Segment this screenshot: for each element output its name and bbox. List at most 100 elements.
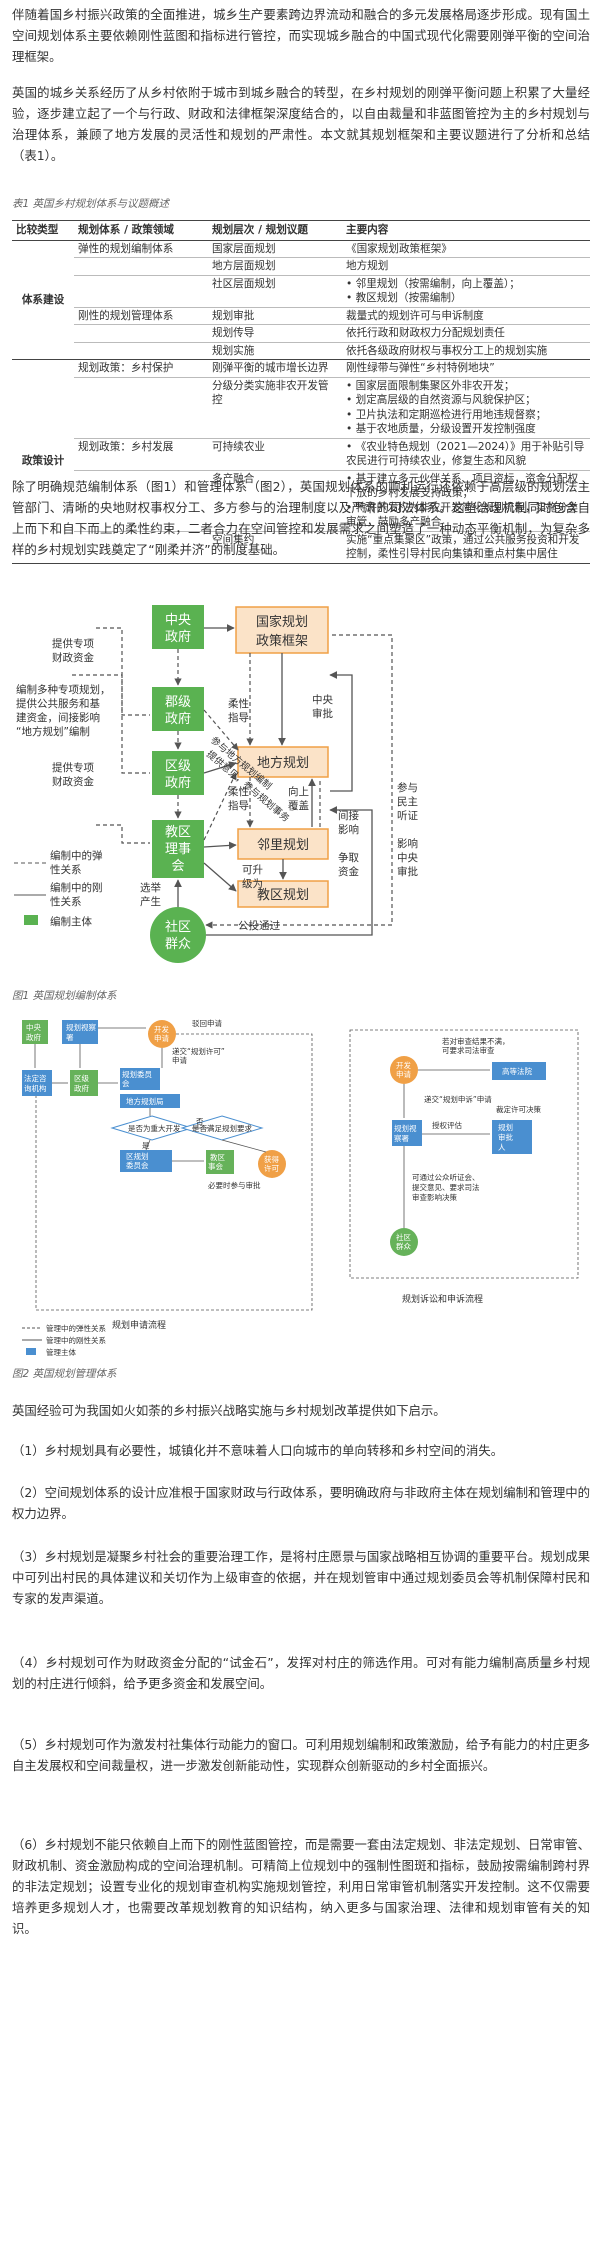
figure-1-caption: 图1 英国规划编制体系: [12, 990, 117, 1002]
table-header-cell: 主要内容: [342, 220, 590, 241]
svg-text:规划视: 规划视: [394, 1123, 417, 1133]
svg-text:提供公共服务和基: 提供公共服务和基: [16, 697, 100, 710]
table-caption: 表1 英国乡村规划体系与议题概述: [12, 198, 170, 210]
parish-plan-node: [237, 880, 329, 908]
label-meets: 是否满足规划要求: [192, 1123, 252, 1133]
table-cell: 规划政策：乡村保护: [74, 359, 208, 378]
svg-text:规划委员: 规划委员: [122, 1069, 152, 1079]
svg-text:财政资金: 财政资金: [52, 775, 94, 788]
svg-text:开发: 开发: [154, 1024, 169, 1034]
table-row: 地方层面规划地方规划: [12, 257, 590, 276]
county-gov-label: 郡级: [165, 695, 191, 710]
svg-text:区规划: 区规划: [126, 1151, 149, 1161]
table-cell: 空间集约: [208, 531, 342, 564]
svg-text:审批: 审批: [397, 865, 418, 878]
label-referendum: 公投通过: [238, 919, 280, 932]
paragraph-lesson-5: （5）乡村规划可作为激发村社集体行动能力的窗口。可利用规划编制和政策激励，给予有…: [12, 1737, 590, 1773]
figure-2-caption: 图2 英国规划管理体系: [12, 1368, 117, 1380]
paragraph-governance: 除了明确规范编制体系（图1）和管理体系（图2），英国规划体系的顺利运行还依赖于高…: [12, 479, 590, 557]
label-submit: 递交“规划许可”: [172, 1046, 225, 1056]
district-gov-node: [70, 1070, 98, 1096]
label-reject: 驳回申请: [192, 1018, 222, 1028]
parish-plan-label: 教区规划: [257, 887, 309, 903]
approved-node: [258, 1150, 286, 1178]
table-cell: [74, 324, 208, 343]
label-elected: 选举: [140, 881, 161, 894]
svg-text:政府: 政府: [165, 776, 191, 791]
svg-text:影响: 影响: [338, 823, 359, 836]
svg-text:法定咨: 法定咨: [24, 1073, 47, 1083]
consultative-body-node: [22, 1070, 52, 1096]
svg-text:社区: 社区: [396, 1232, 411, 1242]
label-authorize: 授权评估: [432, 1120, 462, 1130]
table-cell: 实施“重点集聚区”政策，通过公共服务投资和开发控制，柔性引导村民向集镇和重点村集…: [342, 531, 590, 564]
table-row: 多产融合• 基于建立多元伙伴关系、项目资标，资金分配权下放的乡村发展支持政策； …: [12, 470, 590, 532]
central-gov-label: 中央: [165, 613, 191, 628]
table-row: 刚性的规划管理体系规划审批裁量式的规划许可与申诉制度: [12, 307, 590, 325]
label-left-title: 规划申请流程: [112, 1319, 166, 1331]
svg-text:编制中的弹: 编制中的弹: [50, 849, 103, 862]
planning-judge-node: [492, 1120, 532, 1154]
table-cell: 刚弹平衡的城市增长边界: [208, 359, 342, 378]
table-cell: 分级分类实施非农开发管控: [208, 377, 342, 439]
paragraph-lesson-4: （4）乡村规划可作为财政资金分配的“试金石”，发挥对村庄的筛选作用。可对有能力编…: [12, 1655, 590, 1691]
parish-council-label: 教区: [165, 824, 191, 840]
table-cell: 规划实施: [208, 342, 342, 360]
svg-text:政府: 政府: [165, 712, 191, 727]
svg-text:群众: 群众: [396, 1241, 411, 1251]
table-cell: 依托各级政府财权与事权分工上的规划实施: [342, 342, 590, 360]
table-cell: 可持续农业: [208, 438, 342, 471]
label-upgrade: 可升: [242, 864, 263, 876]
svg-text:地方规划局: 地方规划局: [126, 1096, 164, 1106]
svg-text:编制中的刚: 编制中的刚: [50, 881, 103, 894]
svg-text:会: 会: [122, 1078, 130, 1088]
table-cell: • 国家层面限制集聚区外非农开发； • 划定高层级的自然资源与风貌保护区； • …: [342, 377, 590, 439]
svg-text:审批: 审批: [498, 1132, 513, 1142]
label-ruling: 裁定许可决策: [496, 1104, 541, 1114]
table-cell: 规划政策：乡村发展: [74, 438, 208, 471]
svg-text:区级: 区级: [74, 1073, 89, 1083]
svg-text:申请: 申请: [396, 1069, 411, 1079]
parish-council-node: [152, 820, 204, 878]
neighbourhood-plan-label: 邻里规划: [257, 838, 309, 853]
table-cell: 刚性的规划管理体系: [74, 307, 208, 325]
table-cell: 社区层面规划: [208, 275, 342, 308]
community-label: 社区: [165, 919, 191, 935]
svg-text:编制主体: 编制主体: [50, 915, 92, 928]
local-plan-label: 地方规划: [257, 755, 309, 771]
table-cell: [74, 275, 208, 308]
table-row: 空间集约实施“重点集聚区”政策，通过公共服务投资和开发控制，柔性引导村民向集镇和…: [12, 531, 590, 564]
svg-text:群众: 群众: [165, 937, 191, 952]
label-submit-appeal: 递交“规划申诉”申请: [424, 1094, 492, 1104]
figure-2-legend: 管理中的弹性关系 管理中的刚性关系 管理主体: [22, 1323, 106, 1357]
parish-council-node: [206, 1150, 234, 1174]
table-cell: • 邻里规划（按需编制，向上覆盖）； • 教区规划（按需编制）: [342, 275, 590, 308]
table-header-cell: 规划体系 / 政策领域: [74, 220, 208, 241]
table-header-cell: 规划层次 / 规划议题: [208, 220, 342, 241]
label-soft-guide-1: 柔性: [228, 697, 249, 710]
svg-text:级为: 级为: [242, 878, 263, 890]
table-cell: [74, 470, 208, 532]
committee-node: [120, 1068, 160, 1090]
table-row: 体系建设弹性的规划编制体系国家层面规划《国家规划政策框架》: [12, 240, 590, 360]
svg-text:指导: 指导: [228, 711, 249, 724]
svg-text:察署: 察署: [394, 1133, 409, 1143]
svg-text:产生: 产生: [140, 895, 161, 908]
table-header-row: 比较类型 规划体系 / 政策领域 规划层次 / 规划议题 主要内容: [12, 220, 590, 241]
svg-text:管理中的刚性关系: 管理中的刚性关系: [46, 1335, 106, 1345]
svg-text:民主: 民主: [397, 796, 418, 808]
label-when-needed: 必要时参与审批: [208, 1180, 261, 1190]
table-cell: 地方规划: [342, 257, 590, 276]
label-soft-guide-2: 柔性: [228, 785, 249, 798]
svg-text:指导: 指导: [228, 799, 249, 812]
table-header-cell: 比较类型: [12, 220, 74, 241]
table-row: 社区层面规划• 邻里规划（按需编制，向上覆盖）； • 教区规划（按需编制）: [12, 275, 590, 308]
table-cell: [74, 257, 208, 276]
table-cell: 规划审批: [208, 307, 342, 325]
table-row: 规划实施依托各级政府财权与事权分工上的规划实施: [12, 342, 590, 360]
svg-text:资金: 资金: [338, 865, 359, 878]
paragraph-intro: 伴随着国乡村振兴政策的全面推进，城乡生产要素跨边界流动和融合的多元发展格局逐步形…: [12, 7, 590, 64]
